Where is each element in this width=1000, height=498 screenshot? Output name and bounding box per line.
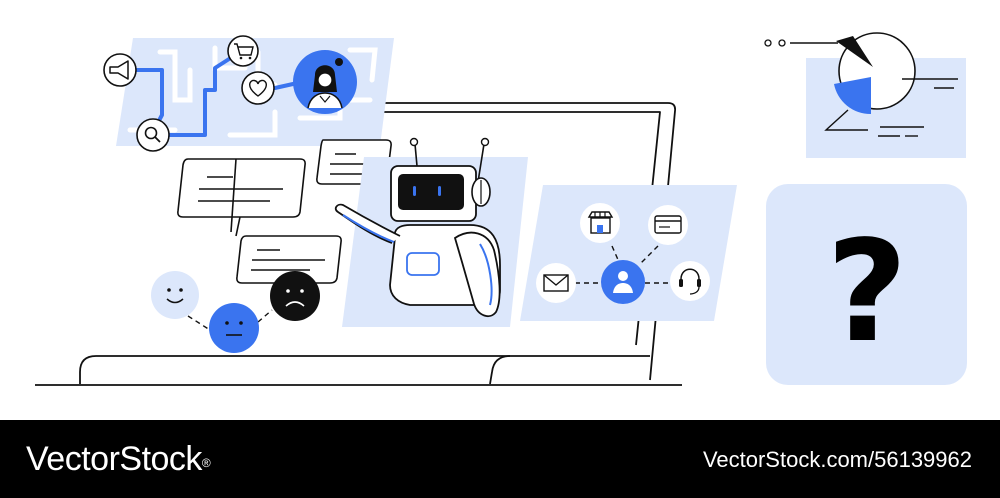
person-icon xyxy=(601,260,645,304)
analytics-panel xyxy=(764,32,966,158)
search-icon xyxy=(136,118,170,152)
store-icon xyxy=(580,203,620,243)
neutral-face-icon xyxy=(209,303,259,353)
chat-bubbles xyxy=(177,139,392,284)
happy-face-icon xyxy=(151,271,199,319)
brand-name: VectorStock xyxy=(26,440,202,478)
cart-icon xyxy=(227,35,259,67)
feedback-faces xyxy=(151,271,320,353)
brand-logo: VectorStock® xyxy=(26,438,211,480)
support-chatbot-illustration: ? xyxy=(35,32,967,386)
user-avatar-icon xyxy=(293,50,357,114)
megaphone-icon xyxy=(103,53,137,87)
question-mark: ? xyxy=(826,211,907,374)
image-url-id: VectorStock.com/56139962 xyxy=(702,447,972,472)
question-panel: ? xyxy=(766,184,967,385)
sad-face-icon xyxy=(270,271,320,321)
card-icon xyxy=(648,205,688,245)
customer-journey-panel xyxy=(103,35,394,152)
headset-icon xyxy=(670,261,710,301)
pie-chart-icon xyxy=(834,32,916,115)
mail-icon xyxy=(536,263,576,303)
heart-icon xyxy=(241,71,275,105)
watermark-footer: VectorStock® VectorStock.com/56139962 xyxy=(0,420,1000,498)
support-channels-panel xyxy=(520,185,737,321)
chatbot-robot-icon xyxy=(334,137,528,327)
brand-registered-mark: ® xyxy=(201,456,211,470)
